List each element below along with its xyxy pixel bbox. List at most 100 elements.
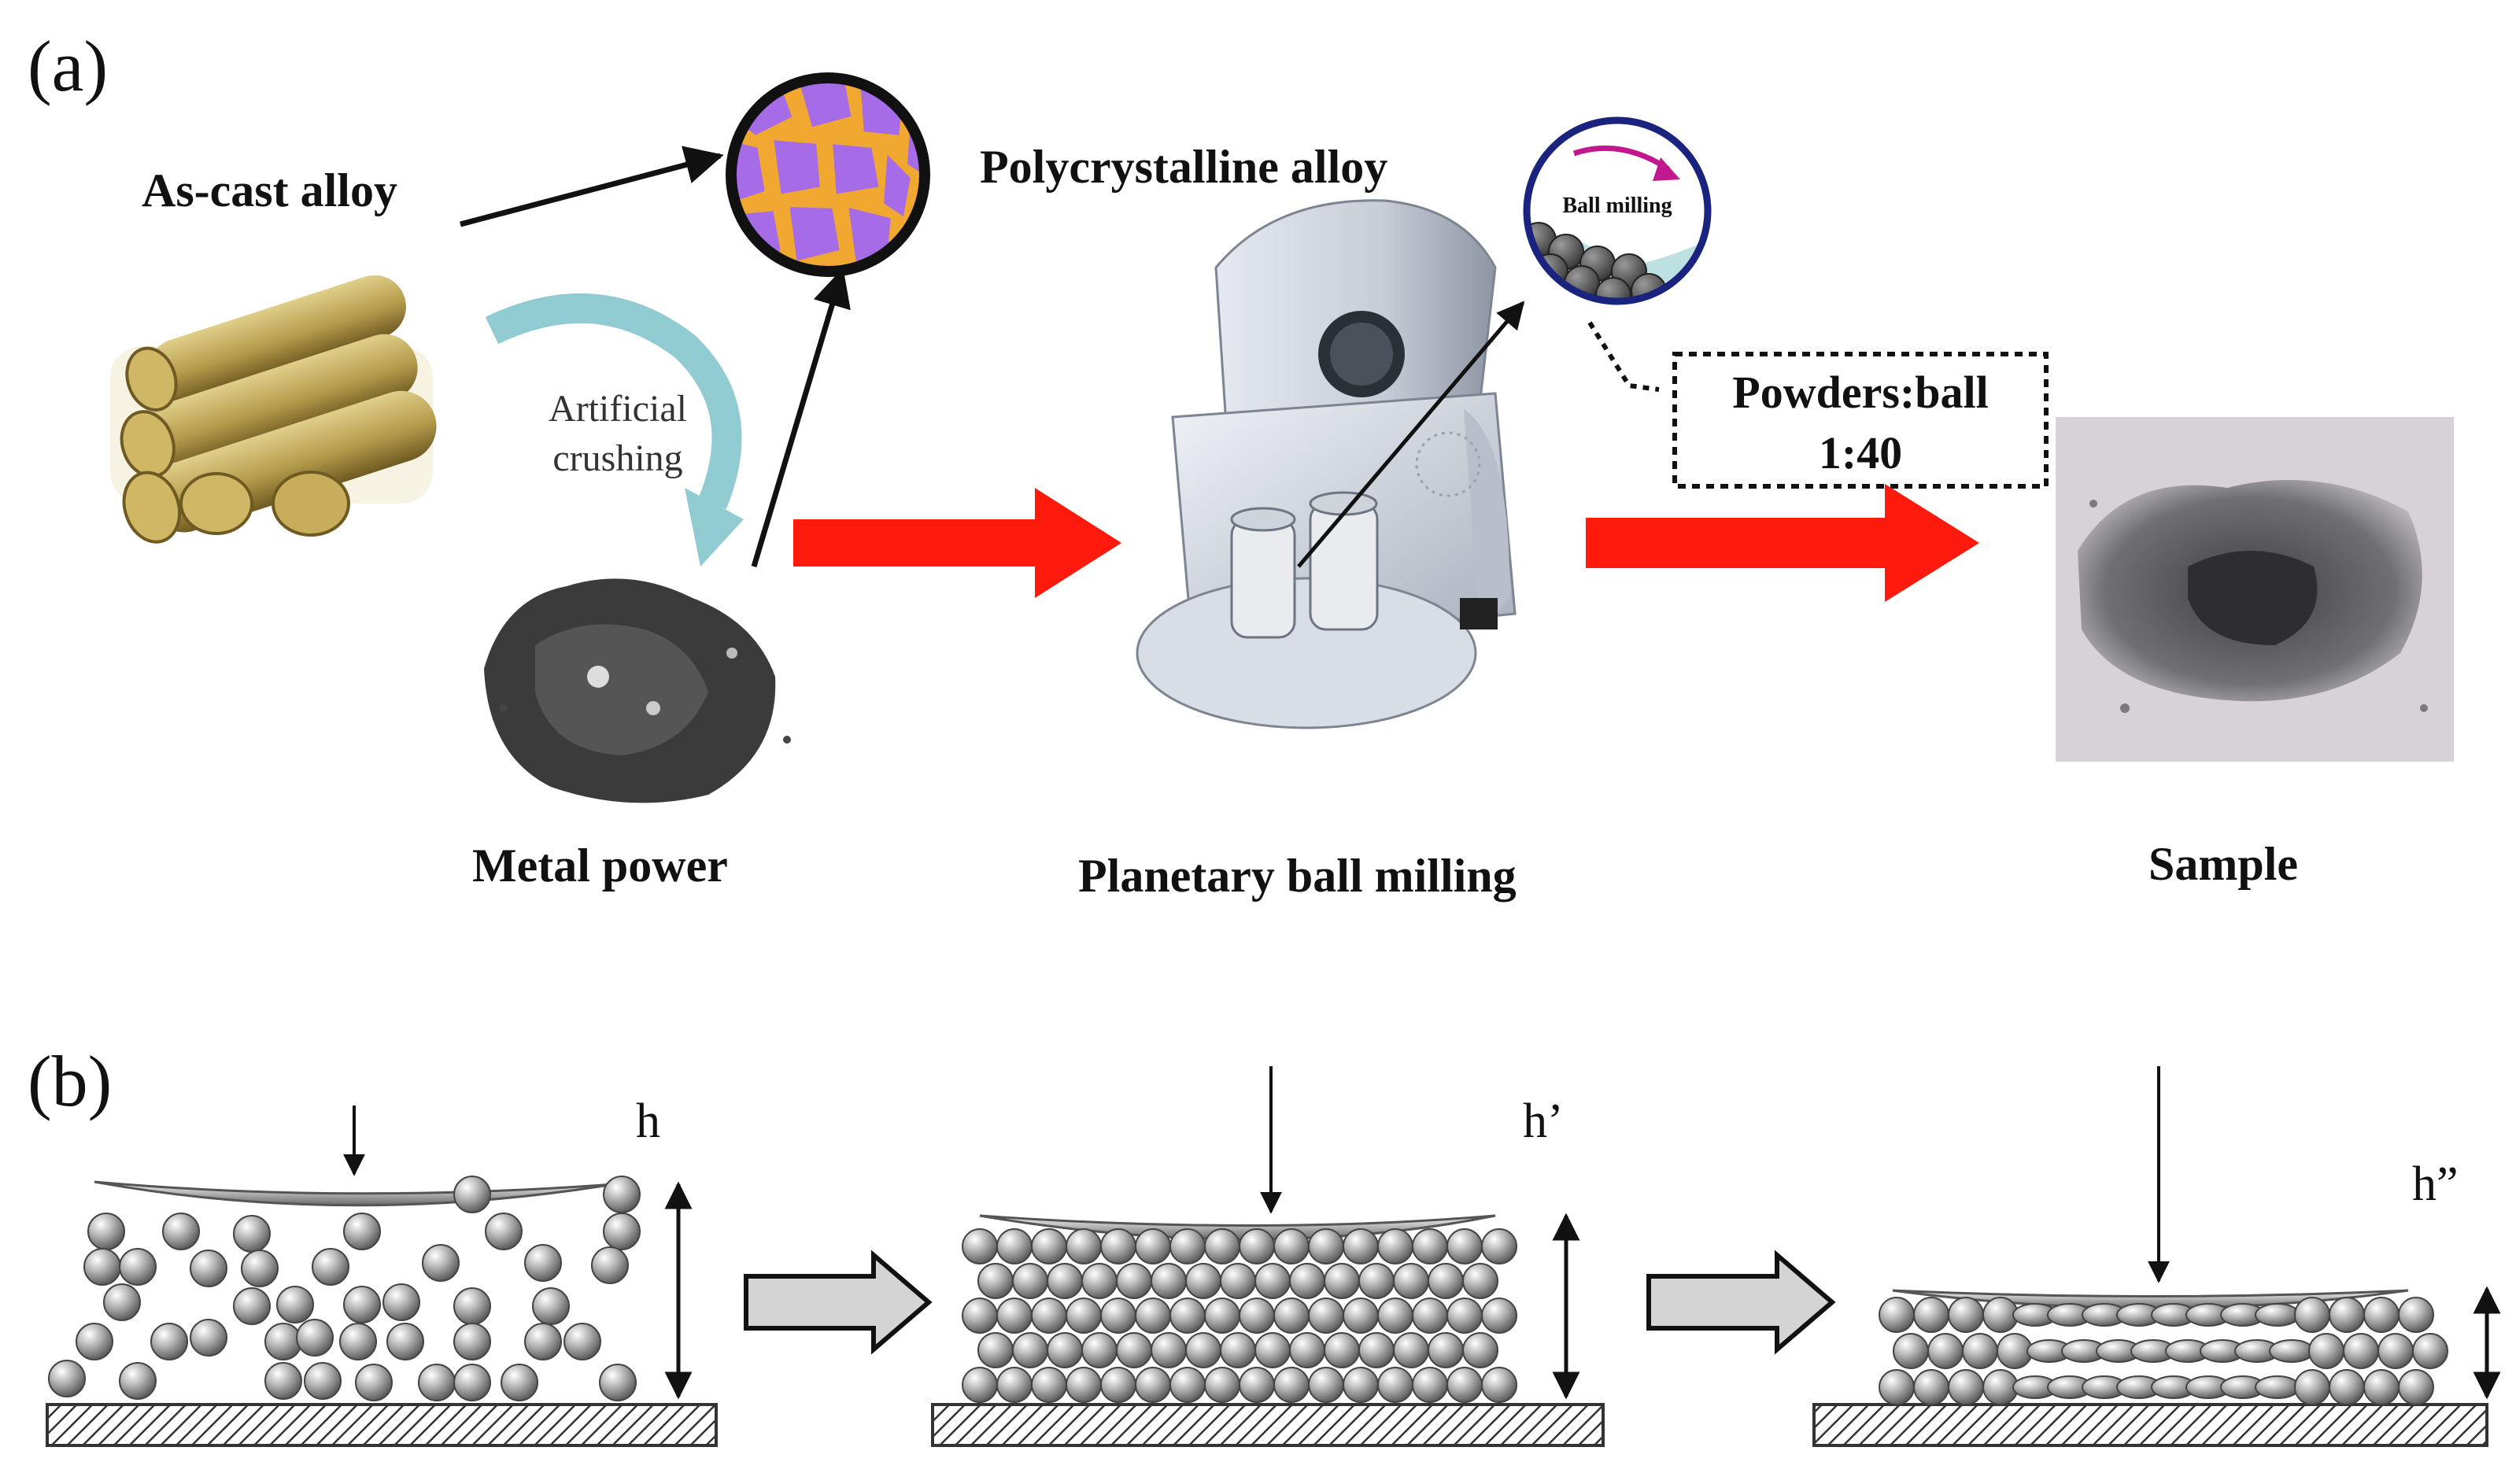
particle (1462, 1332, 1498, 1368)
particle (1081, 1263, 1118, 1299)
particle (1462, 1263, 1498, 1299)
stage-arrow-2 (1646, 1250, 1836, 1355)
particle (1031, 1298, 1067, 1334)
sample-label: Sample (2148, 838, 2298, 890)
particle (1393, 1332, 1429, 1368)
crushing-label-line1: Artificial (549, 388, 687, 430)
as-cast-alloy-image (110, 275, 437, 544)
particle (1047, 1332, 1083, 1368)
particle (1220, 1263, 1256, 1299)
particle (962, 1367, 998, 1403)
particle (1308, 1367, 1344, 1403)
particle (1481, 1367, 1517, 1403)
particle (1481, 1298, 1517, 1334)
particle (1412, 1367, 1448, 1403)
particle (1289, 1332, 1325, 1368)
particle (1081, 1332, 1118, 1368)
as-cast-alloy-label: As-cast alloy (142, 164, 397, 216)
ratio-label-line1: Powders:ball (1732, 367, 1988, 418)
particle (1481, 1228, 1517, 1264)
metal-powder-image (484, 578, 791, 803)
particle (2343, 1333, 2379, 1369)
particle (1031, 1367, 1067, 1403)
particle (1254, 1263, 1291, 1299)
particle (1324, 1263, 1360, 1299)
height-label-h: h (636, 1095, 660, 1148)
particle (1116, 1263, 1152, 1299)
panel-a-label: (a) (28, 26, 108, 106)
particle (1239, 1367, 1275, 1403)
particle (1428, 1332, 1464, 1368)
particle (2398, 1297, 2434, 1333)
particle (1169, 1228, 1206, 1264)
panel-b-label: (b) (28, 1041, 112, 1121)
crushing-label-line2: crushing (552, 437, 682, 479)
particle (2363, 1369, 2400, 1405)
powder-to-polycrystalline-arrow (751, 268, 851, 568)
particle (1446, 1228, 1483, 1264)
particle (962, 1228, 998, 1264)
particle (1100, 1228, 1136, 1264)
particle (1169, 1298, 1206, 1334)
particle (1239, 1228, 1275, 1264)
particle (1913, 1369, 1949, 1405)
particle (1169, 1367, 1206, 1403)
particle (1358, 1332, 1395, 1368)
particle (1273, 1298, 1310, 1334)
ratio-leader-line (1587, 321, 1660, 392)
ball-milling-inset-label: Ball milling (1562, 194, 1672, 218)
stage-3-flattened-powder: h” (1812, 1066, 2501, 1447)
particle (1308, 1298, 1344, 1334)
particle (1204, 1228, 1240, 1264)
particle (1135, 1367, 1171, 1403)
particle (1151, 1263, 1187, 1299)
particle (2363, 1297, 2400, 1333)
particle (1273, 1228, 1310, 1264)
particle (1393, 1263, 1429, 1299)
particle (1047, 1263, 1083, 1299)
particle (2377, 1333, 2414, 1369)
particle (2398, 1369, 2434, 1405)
height-label-h-double-prime: h” (2412, 1157, 2459, 1211)
crushing-arrow (485, 293, 744, 567)
particle (2308, 1333, 2344, 1369)
particle (1893, 1333, 1929, 1369)
particle (1324, 1332, 1360, 1368)
particle (996, 1367, 1033, 1403)
particle (1879, 1369, 1915, 1405)
as-cast-to-polycrystalline-arrow (460, 146, 724, 227)
particle (1220, 1332, 1256, 1368)
particle (2294, 1369, 2330, 1405)
particle (1135, 1228, 1171, 1264)
stage-3-particles (1879, 1297, 2448, 1405)
particle (1204, 1367, 1240, 1403)
panel-b: (b) (28, 1041, 2501, 1447)
particle (962, 1298, 998, 1334)
particle (1913, 1297, 1949, 1333)
planetary-ball-mill-image (1136, 199, 1517, 729)
stage-2-particles (962, 1228, 1517, 1403)
particle (1428, 1263, 1464, 1299)
particle (2329, 1369, 2365, 1405)
particle (1412, 1228, 1448, 1264)
particle (1116, 1332, 1152, 1368)
height-label-h-prime: h’ (1523, 1095, 1564, 1148)
particle (1239, 1298, 1275, 1334)
particle (2294, 1297, 2330, 1333)
particle (1948, 1297, 1984, 1333)
particle (2412, 1333, 2448, 1369)
polycrystalline-alloy-label: Polycrystalline alloy (980, 141, 1387, 193)
particle (1204, 1298, 1240, 1334)
particle (1358, 1263, 1395, 1299)
particle (1012, 1332, 1048, 1368)
particle (1273, 1367, 1310, 1403)
flow-arrow-2 (1586, 484, 1979, 602)
particle (977, 1332, 1014, 1368)
metal-powder-label: Metal power (472, 840, 728, 892)
sample-powder-image (2056, 417, 2454, 762)
flow-arrow-1 (793, 488, 1121, 598)
stage-1-loose-powder: h (46, 1095, 718, 1447)
particle (1948, 1369, 1984, 1405)
particle (2329, 1297, 2365, 1333)
